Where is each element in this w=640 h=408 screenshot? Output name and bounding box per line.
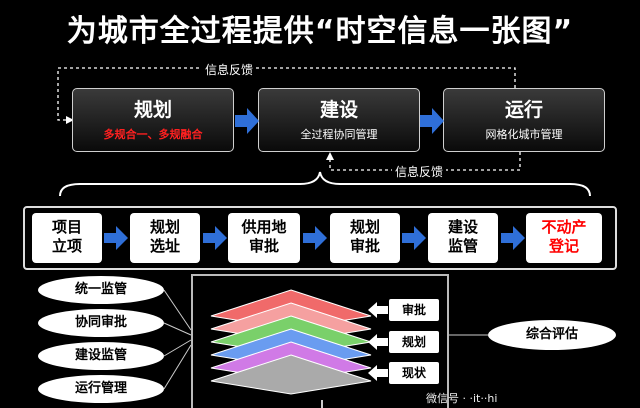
feedback-label-bottom: 信息反馈 bbox=[392, 163, 447, 180]
arrow-right-icon bbox=[501, 226, 525, 250]
process-row bbox=[23, 206, 617, 270]
arrow-right-icon bbox=[402, 226, 426, 250]
tag-planning: 规划 bbox=[389, 331, 439, 353]
arrow-right-icon bbox=[203, 226, 227, 250]
step-planning-approval: 规划 审批 bbox=[330, 213, 400, 263]
stage-construction: 建设 全过程协同管理 bbox=[258, 88, 420, 152]
step-line: 登记 bbox=[548, 237, 579, 255]
stage-title: 运行 bbox=[504, 99, 543, 121]
oval-collaborative-approval: 协同审批 bbox=[38, 309, 164, 337]
tag-approval: 审批 bbox=[389, 299, 439, 321]
arrow-right-icon bbox=[303, 226, 327, 250]
stage-title: 建设 bbox=[319, 99, 358, 121]
stage-subtitle: 网格化城市管理 bbox=[485, 128, 563, 141]
oval-construction-supervision: 建设监管 bbox=[38, 342, 164, 370]
stage-title: 规划 bbox=[133, 99, 172, 121]
step-line: 规划 bbox=[149, 218, 180, 236]
stage-operation: 运行 网格化城市管理 bbox=[443, 88, 605, 152]
arrow-left-icon bbox=[368, 365, 388, 381]
stage-subtitle: 全过程协同管理 bbox=[300, 128, 378, 141]
stage-planning: 规划 多规合一、多规融合 bbox=[72, 88, 234, 152]
stacked-layers bbox=[210, 289, 372, 395]
watermark: 微信号 · ·it··hi bbox=[426, 392, 498, 405]
step-site-selection: 规划 选址 bbox=[130, 213, 200, 263]
step-land-approval: 供用地 审批 bbox=[228, 213, 300, 263]
step-line: 审批 bbox=[248, 237, 279, 255]
step-line: 建设 bbox=[447, 218, 478, 236]
step-construction-supervision: 建设 监管 bbox=[428, 213, 498, 263]
page-title: 为城市全过程提供“时空信息一张图” bbox=[66, 14, 574, 49]
step-line: 审批 bbox=[349, 237, 380, 255]
arrow-right-icon bbox=[104, 226, 128, 250]
feedback-label-top: 信息反馈 bbox=[202, 61, 257, 78]
tag-current-status: 现状 bbox=[389, 362, 439, 384]
oval-comprehensive-evaluation: 综合评估 bbox=[488, 320, 616, 350]
stage-subtitle: 多规合一、多规融合 bbox=[103, 128, 203, 141]
oval-unified-supervision: 统一监管 bbox=[38, 276, 164, 304]
step-line: 立项 bbox=[51, 237, 82, 255]
step-property-registration: 不动产 登记 bbox=[526, 213, 602, 263]
oval-operation-management: 运行管理 bbox=[38, 375, 164, 403]
step-line: 项目 bbox=[51, 218, 82, 236]
step-line: 规划 bbox=[349, 218, 380, 236]
step-line: 选址 bbox=[149, 237, 180, 255]
arrow-left-icon bbox=[368, 334, 388, 350]
arrow-left-icon bbox=[368, 302, 388, 318]
arrow-right-icon bbox=[235, 108, 259, 134]
step-line: 供用地 bbox=[241, 218, 287, 236]
layer-stack-box bbox=[191, 274, 449, 408]
map-layer bbox=[210, 354, 372, 395]
step-line: 监管 bbox=[447, 237, 478, 255]
step-project-initiation: 项目 立项 bbox=[32, 213, 102, 263]
step-line: 不动产 bbox=[541, 218, 587, 236]
arrow-right-icon bbox=[420, 108, 444, 134]
